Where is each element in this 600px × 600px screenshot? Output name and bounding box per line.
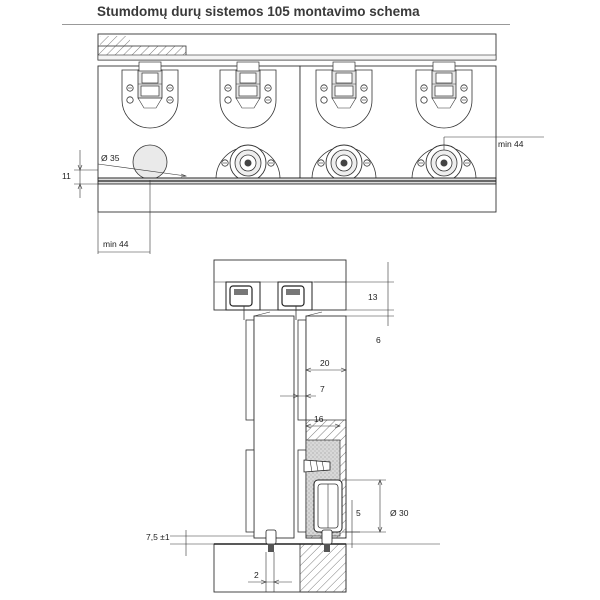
- dim-11: 11: [62, 171, 71, 181]
- floor-profile: [97, 183, 497, 213]
- dim-diameter-35: Ø 35: [101, 153, 120, 163]
- door-left-section: [253, 315, 295, 539]
- title-underline: [62, 24, 510, 25]
- carriage-bracket: [315, 61, 373, 129]
- dim-7: 7: [320, 384, 325, 394]
- dim-16: 16: [314, 414, 324, 424]
- carriage-bracket: [121, 61, 179, 129]
- diagram-title: Stumdomų durų sistemos 105 montavimo sch…: [97, 4, 420, 19]
- floor-guide: [265, 529, 277, 545]
- dim-5: 5: [356, 508, 361, 518]
- front-elevation-view: Ø 35 11 min 44 min 44: [62, 33, 544, 254]
- dim-20: 20: [320, 358, 330, 368]
- dim-2: 2: [254, 570, 259, 580]
- cross-section-view: 13 6 20 7 16 5 Ø 30 7,5 ±: [146, 259, 440, 593]
- carriage-bracket: [415, 61, 473, 129]
- dim-diameter-30: Ø 30: [390, 508, 409, 518]
- dim-min-44-left: min 44: [103, 239, 129, 249]
- floor-guide: [321, 529, 333, 545]
- dim-min-44-right: min 44: [498, 139, 524, 149]
- dim-13: 13: [368, 292, 378, 302]
- dim-6: 6: [376, 335, 381, 345]
- carriage-bracket: [219, 61, 277, 129]
- drill-hole: [132, 144, 168, 180]
- dim-7-5-tolerance: 7,5 ±1: [146, 532, 170, 542]
